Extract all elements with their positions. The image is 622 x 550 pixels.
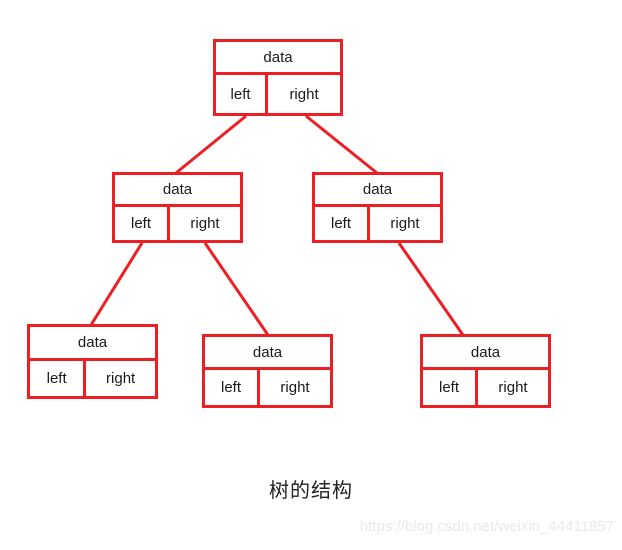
node-data-cell: data <box>115 175 240 207</box>
watermark-text: https://blog.csdn.net/weixin_44411857 <box>359 518 614 535</box>
node-left-pointer-cell: left <box>216 75 269 113</box>
node-data-cell: data <box>315 175 440 207</box>
node-data-cell: data <box>30 327 155 361</box>
tree-edge-level1-left-to-level2-middle <box>203 242 270 336</box>
node-right-pointer-cell: right <box>260 370 330 405</box>
node-right-pointer-cell: right <box>478 370 548 405</box>
node-right-pointer-cell: right <box>86 361 155 396</box>
tree-edge-level1-left-to-level2-left <box>89 242 144 326</box>
node-left-pointer-cell: left <box>423 370 478 405</box>
node-data-cell: data <box>423 337 548 370</box>
node-left-pointer-cell: left <box>205 370 260 405</box>
node-right-pointer-cell: right <box>370 207 440 240</box>
node-left-pointer-cell: left <box>115 207 170 240</box>
tree-edge-level1-right-to-level2-right <box>397 242 465 336</box>
diagram-caption: 树的结构 <box>269 478 353 502</box>
node-left-pointer-cell: left <box>315 207 370 240</box>
node-left-pointer-cell: left <box>30 361 87 396</box>
node-data-cell: data <box>205 337 330 370</box>
node-right-pointer-cell: right <box>170 207 240 240</box>
node-right-pointer-cell: right <box>268 75 340 113</box>
tree-edge-root-to-level1-right <box>305 114 378 175</box>
node-data-cell: data <box>216 42 340 75</box>
tree-edge-root-to-level1-left <box>175 114 247 175</box>
